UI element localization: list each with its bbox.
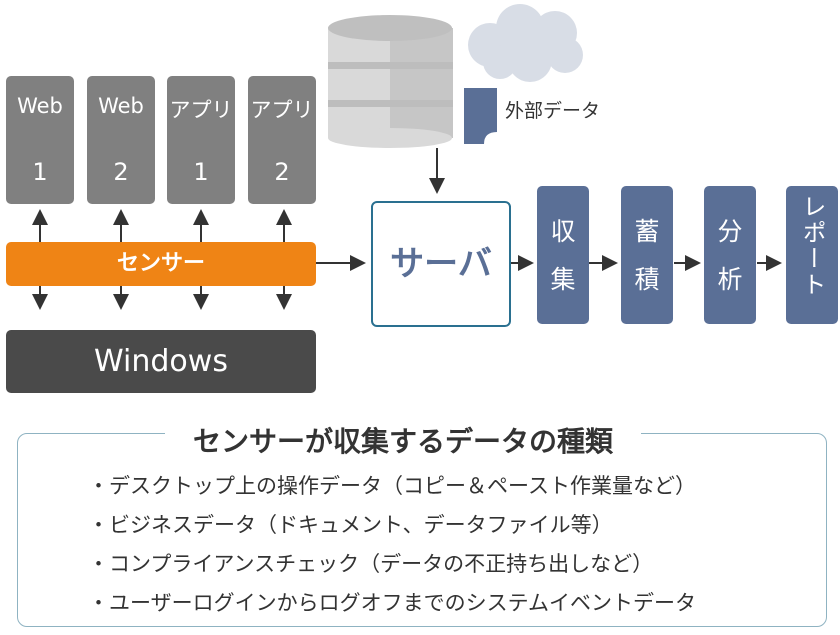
app-label: アプリ xyxy=(169,98,233,122)
list-item: ・ビジネスデータ（ドキュメント、データファイル等） xyxy=(88,513,613,537)
app-number: 1 xyxy=(193,158,209,186)
step-collect: 収集 xyxy=(537,186,589,324)
step-char: 収 xyxy=(550,217,576,246)
server-box: サーバ xyxy=(371,201,511,327)
app-box-app2: アプリ 2 xyxy=(248,76,316,204)
step-report: レポート xyxy=(786,186,838,324)
app-box-web2: Web 2 xyxy=(87,76,155,204)
step-char: 蓄 xyxy=(634,217,660,246)
step-store: 蓄積 xyxy=(621,186,673,324)
step-label: レポート xyxy=(798,194,826,298)
document-icon xyxy=(464,88,497,144)
app-sensor-arrows xyxy=(32,209,292,310)
app-box-web1: Web 1 xyxy=(6,76,74,204)
step-char: 分 xyxy=(717,217,743,246)
app-number: 2 xyxy=(113,158,129,186)
list-item: ・デスクトップ上の操作データ（コピー＆ペースト作業量など） xyxy=(88,474,696,498)
step-char: 集 xyxy=(550,265,576,294)
external-data-label: 外部データ xyxy=(505,100,601,122)
windows-box: Windows xyxy=(6,330,316,393)
app-box-app1: アプリ 1 xyxy=(167,76,235,204)
app-label: アプリ xyxy=(250,98,314,122)
panel-title: センサーが収集するデータの種類 xyxy=(165,420,642,460)
cloud-icon xyxy=(468,4,583,82)
step-char: 積 xyxy=(634,265,660,294)
database-icon xyxy=(328,15,453,148)
app-number: 1 xyxy=(32,158,48,186)
list-item: ・コンプライアンスチェック（データの不正持ち出しなど） xyxy=(88,552,654,576)
app-label: Web xyxy=(17,94,63,118)
flow-arrows xyxy=(316,148,782,271)
step-char: 析 xyxy=(717,265,743,294)
app-label: Web xyxy=(98,94,144,118)
list-item: ・ユーザーログインからログオフまでのシステムイベントデータ xyxy=(88,591,696,615)
app-number: 2 xyxy=(274,158,290,186)
step-analyze: 分析 xyxy=(704,186,756,324)
sensor-bar: センサー xyxy=(6,242,316,286)
